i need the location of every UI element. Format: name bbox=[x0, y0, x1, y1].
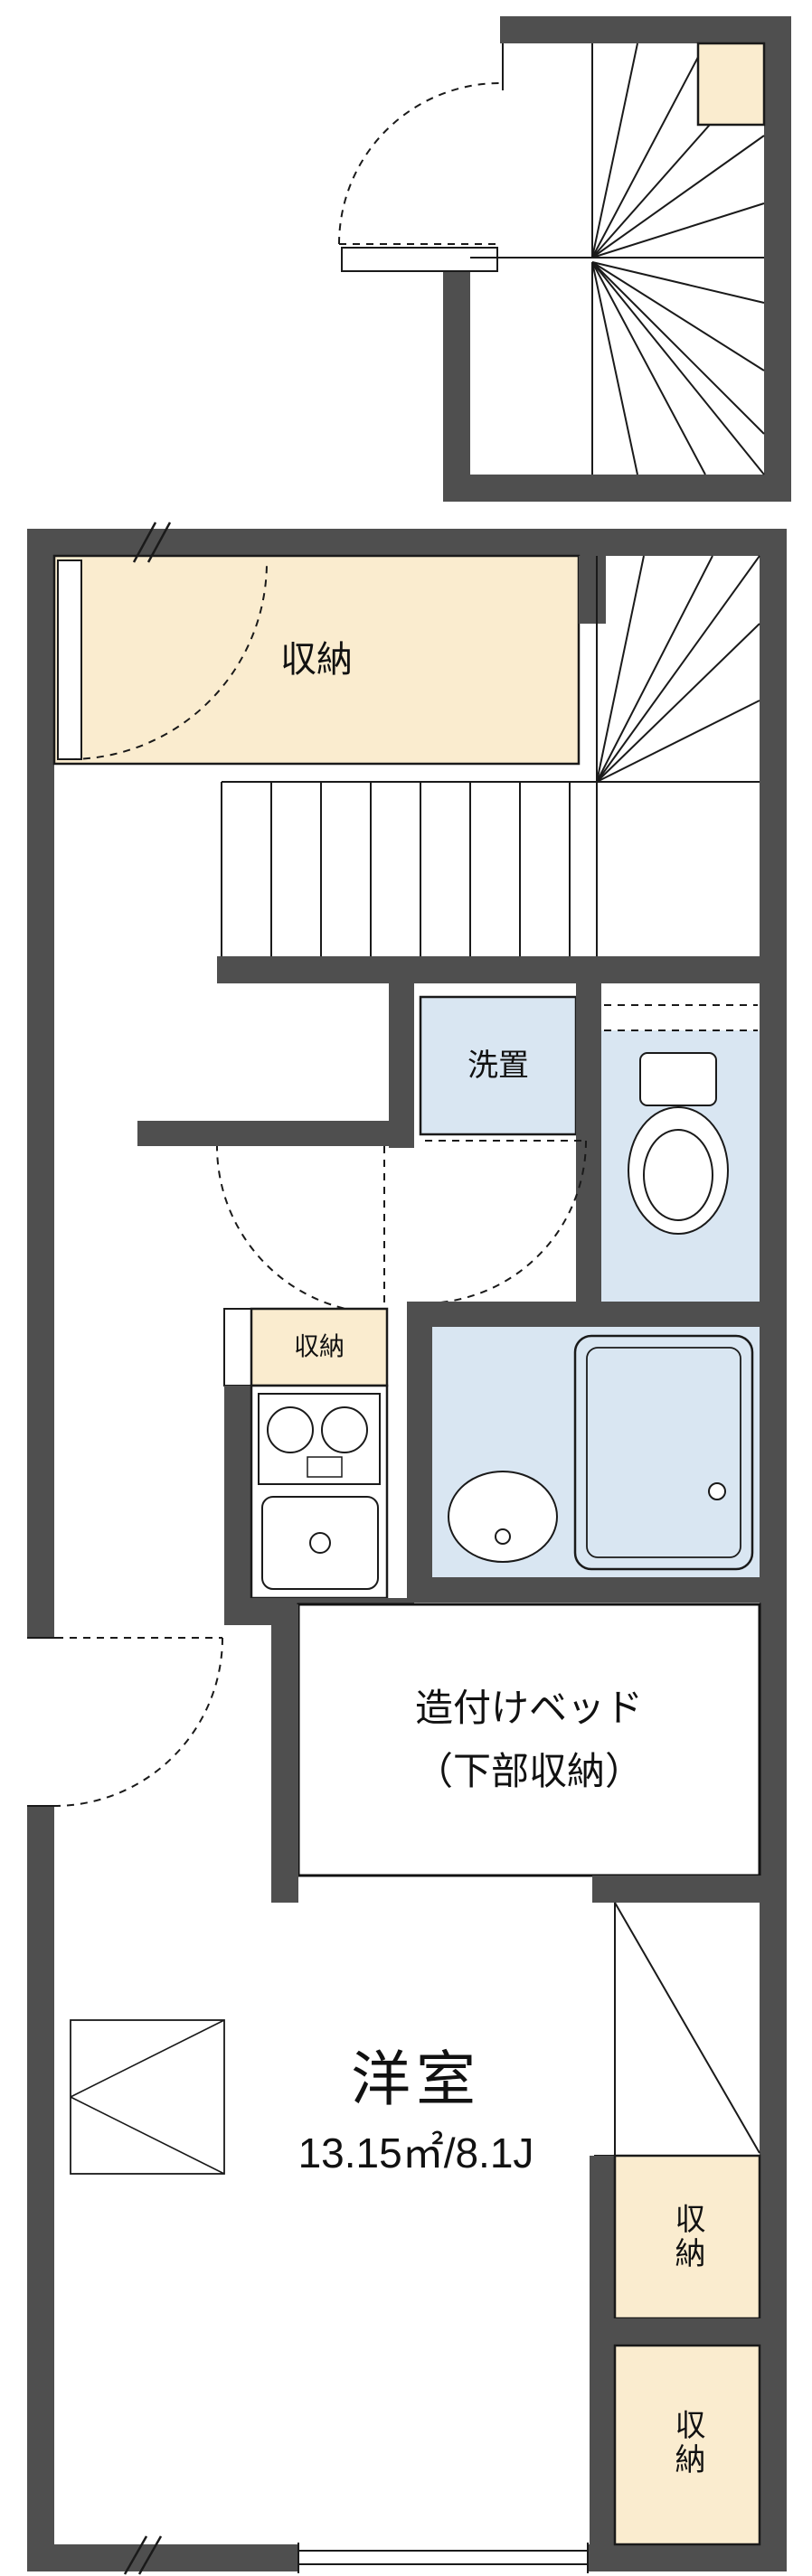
bed-bottom-wall bbox=[592, 1876, 787, 1903]
built-in-bed bbox=[271, 1603, 761, 1903]
bathtub-icon bbox=[573, 1334, 754, 1571]
toilet-icon bbox=[628, 1052, 729, 1235]
entry-step bbox=[341, 247, 498, 272]
bottom-window bbox=[297, 2543, 589, 2573]
entry-door-arc bbox=[338, 82, 501, 245]
right-closet-upper-label: 収納 bbox=[670, 2203, 704, 2271]
stove-icon bbox=[258, 1393, 381, 1485]
window-symbol bbox=[70, 2019, 225, 2175]
closet-divider-wall bbox=[590, 2318, 787, 2346]
bath-door-arc bbox=[422, 1140, 587, 1304]
right-closet-lower-label: 収納 bbox=[670, 2409, 704, 2477]
entrance-right-wall bbox=[764, 16, 791, 502]
main-room-label: 洋室 bbox=[351, 2045, 481, 2112]
kitchen-left-wall bbox=[224, 1386, 251, 1625]
hall-wall-horizontal bbox=[137, 1121, 414, 1146]
room-entry-doorway bbox=[25, 1637, 56, 1807]
outer-right-wall bbox=[760, 529, 787, 2571]
laundry-space bbox=[419, 995, 578, 1136]
storage-door-leaf bbox=[57, 559, 82, 760]
straight-stairs bbox=[221, 782, 598, 956]
wall-break-ticks bbox=[123, 522, 172, 2575]
laundry-label: 洗置 bbox=[467, 1048, 529, 1083]
entrance-left-wall bbox=[443, 258, 470, 475]
storage-stair-wall-stub bbox=[579, 556, 606, 624]
built-in-bed-label-line1: 造付けベッド bbox=[414, 1687, 644, 1729]
entrance-winder-stairs bbox=[591, 42, 765, 259]
entrance-top-wall bbox=[500, 16, 791, 43]
right-closet-lower-box bbox=[613, 2344, 761, 2546]
outer-left-wall bbox=[27, 529, 54, 2571]
bathroom bbox=[407, 1302, 787, 1603]
open-closet-area bbox=[594, 1902, 760, 2157]
closet-left-wall bbox=[590, 2156, 615, 2544]
upper-storage-label: 収納 bbox=[280, 640, 353, 680]
main-unit bbox=[25, 522, 787, 2575]
toilet-room bbox=[601, 1004, 760, 1302]
sink-icon bbox=[261, 1496, 379, 1590]
washbasin-icon bbox=[448, 1471, 558, 1563]
stair-bottom-wall bbox=[217, 956, 787, 983]
storage-door-arc bbox=[69, 561, 268, 760]
toilet-left-wall bbox=[576, 983, 601, 1302]
room-entry-door-arc bbox=[53, 1637, 223, 1807]
built-in-bed-label-line2: （下部収納） bbox=[414, 1750, 644, 1792]
entrance-level bbox=[338, 16, 791, 502]
entrance-lower-winder bbox=[591, 261, 765, 475]
kitchen-storage-label: 収納 bbox=[293, 1332, 345, 1360]
entrance-landing bbox=[696, 42, 766, 127]
upper-storage-room bbox=[52, 554, 581, 766]
hall-wall-vertical bbox=[389, 983, 414, 1148]
kitchen-side-panel bbox=[223, 1308, 252, 1387]
winder-stairs bbox=[222, 555, 760, 783]
outer-top-wall bbox=[27, 529, 787, 556]
hall-door-arc bbox=[216, 1145, 385, 1314]
main-room-size-label: 13.15㎡/8.1J bbox=[297, 2129, 534, 2176]
entrance-bottom-wall bbox=[443, 475, 764, 502]
